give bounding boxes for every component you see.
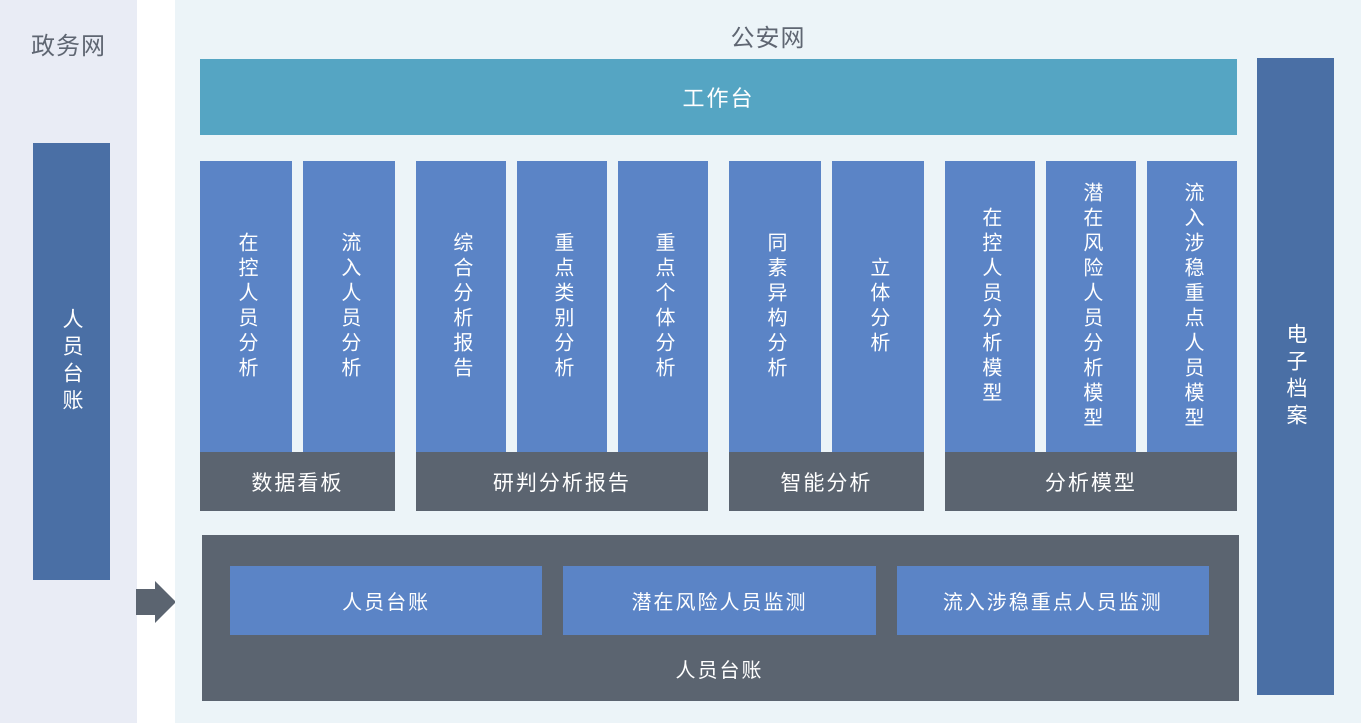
pillar-key-category-analysis: 重点类别分析 (516, 161, 607, 452)
personnel-ledger-panel: 人员台账 潜在风险人员监测 流入涉稳重点人员监测 人员台账 (202, 535, 1239, 701)
personnel-ledger-button: 人员台账 (230, 566, 543, 635)
electronic-archive-rail: 电子档案 (1257, 58, 1334, 695)
pillar-stereo-analysis: 立体分析 (831, 161, 924, 452)
group-label-analysis-models: 分析模型 (944, 452, 1237, 511)
workbench-label: 工作台 (682, 86, 755, 111)
personnel-ledger-panel-label: 人员台账 (675, 659, 764, 682)
potential-risk-monitoring-button: 潜在风险人员监测 (563, 566, 876, 635)
group-label-data-dashboard: 数据看板 (200, 452, 395, 511)
police-network-title: 公安网 (730, 25, 806, 52)
gov-network-panel: 政务网 人员台账 (0, 0, 137, 723)
group-label-intelligent-analysis: 智能分析 (729, 452, 924, 511)
pillar-inflow-key-personnel-model: 流入涉稳重点人员模型 (1146, 161, 1237, 452)
pillar-inflow-personnel-analysis: 流入人员分析 (302, 161, 395, 452)
group-data-dashboard: 在控人员分析 流入人员分析 数据看板 (200, 161, 395, 511)
police-network-panel: 公安网 工作台 在控人员分析 流入人员分析 数据看板 综合分析报告 重点类别 (175, 0, 1361, 723)
group-label-analysis-report: 研判分析报告 (415, 452, 708, 511)
personnel-ledger-rail-label: 人员台账 (60, 307, 83, 416)
pillar-isomer-analysis: 同素异构分析 (729, 161, 821, 452)
electronic-archive-rail-label: 电子档案 (1284, 322, 1307, 431)
group-intelligent-analysis: 同素异构分析 立体分析 智能分析 (729, 161, 924, 511)
group-analysis-models: 在控人员分析模型 潜在风险人员分析模型 流入涉稳重点人员模型 分析模型 (944, 161, 1237, 511)
pillar-controlled-personnel-analysis: 在控人员分析 (200, 161, 292, 452)
pillar-comprehensive-analysis-report: 综合分析报告 (415, 161, 506, 452)
pillar-controlled-personnel-model: 在控人员分析模型 (944, 161, 1035, 452)
module-groups-row: 在控人员分析 流入人员分析 数据看板 综合分析报告 重点类别分析 重点个体分析 (200, 161, 1237, 511)
personnel-ledger-rail: 人员台账 (33, 143, 110, 580)
workbench-bar: 工作台 (200, 59, 1237, 135)
pillar-potential-risk-personnel-model: 潜在风险人员分析模型 (1045, 161, 1136, 452)
gov-network-title: 政务网 (31, 33, 106, 60)
right-arrow-icon (136, 581, 176, 623)
group-analysis-report: 综合分析报告 重点类别分析 重点个体分析 研判分析报告 (415, 161, 708, 511)
pillar-key-individual-analysis: 重点个体分析 (617, 161, 708, 452)
inflow-key-personnel-monitoring-button: 流入涉稳重点人员监测 (896, 566, 1209, 635)
